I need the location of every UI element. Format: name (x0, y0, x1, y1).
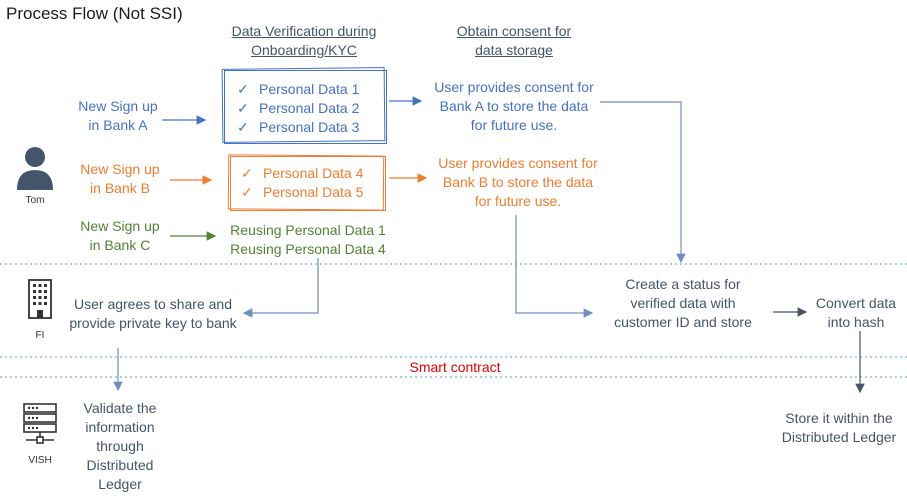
data-item-label: Personal Data 2 (259, 100, 360, 116)
convert-hash-line1: Convert data (815, 295, 897, 311)
header-consent: Obtain consent for data storage (434, 22, 594, 60)
signup-bank-a-line2: in Bank A (88, 117, 148, 133)
check-icon: ✓ (237, 81, 249, 97)
data-item-label: Personal Data 1 (259, 81, 360, 97)
validate-line2: information (85, 419, 155, 435)
signup-bank-a: New Sign up in Bank A (66, 97, 170, 135)
store-ledger-line1: Store it within the (785, 410, 893, 426)
consent-bank-b-line3: for future use. (474, 193, 562, 209)
data-box-bank-a: ✓ Personal Data 1 ✓ Personal Data 2 ✓ Perso… (221, 67, 387, 144)
data-list-bank-b: ✓ Personal Data 4 ✓ Personal Data 5 (241, 164, 363, 202)
signup-bank-c-line2: in Bank C (89, 237, 151, 253)
convert-hash: Convert data into hash (806, 294, 906, 332)
validate-line1: Validate the (83, 400, 157, 416)
validate-line5: Ledger (98, 476, 142, 492)
smart-contract-label: Smart contract (409, 359, 501, 375)
validate-line3: through (96, 438, 144, 454)
check-icon: ✓ (241, 184, 253, 200)
store-ledger-line2: Distributed Ledger (781, 429, 897, 445)
signup-bank-b-line1: New Sign up (80, 161, 160, 177)
signup-bank-b-line2: in Bank B (90, 180, 150, 196)
consent-bank-a: User provides consent for Bank A to stor… (418, 78, 610, 135)
user-agrees: User agrees to share and provide private… (60, 295, 246, 333)
vish-label: VISH (28, 455, 52, 466)
consent-bank-b-line2: Bank B to store the data (442, 174, 594, 190)
data-item: ✓ Personal Data 5 (241, 183, 363, 202)
data-item: ✓ Personal Data 3 (237, 118, 359, 137)
data-item: ✓ Personal Data 4 (241, 164, 363, 183)
header-verification: Data Verification during Onboarding/KYC (214, 22, 394, 60)
user-agrees-line1: User agrees to share and (74, 296, 232, 312)
consent-bank-b: User provides consent for Bank B to stor… (422, 154, 614, 211)
data-item-label: Personal Data 3 (259, 119, 360, 135)
reuse-data: Reusing Personal Data 1 Reusing Personal… (220, 221, 396, 259)
user-agrees-line2: provide private key to bank (69, 315, 237, 331)
check-icon: ✓ (237, 100, 249, 116)
header-consent-line1: Obtain consent for (456, 23, 572, 39)
store-ledger: Store it within the Distributed Ledger (772, 409, 906, 447)
path-reuse-agree (242, 258, 319, 318)
convert-hash-line2: into hash (827, 314, 885, 330)
create-status-line2: verified data with (630, 295, 736, 311)
consent-bank-a-line1: User provides consent for (434, 79, 594, 95)
signup-bank-a-line1: New Sign up (78, 98, 158, 114)
validate-info: Validate the information through Distrib… (70, 399, 170, 494)
page-title: Process Flow (Not SSI) (6, 4, 183, 23)
data-box-bank-b: ✓ Personal Data 4 ✓ Personal Data 5 (227, 154, 386, 211)
header-verification-line1: Data Verification during (231, 23, 377, 39)
create-status-line1: Create a status for (625, 276, 741, 292)
person-icon (17, 147, 53, 190)
data-list-bank-a: ✓ Personal Data 1 ✓ Personal Data 2 ✓ Perso… (237, 80, 359, 137)
user-label: Tom (25, 195, 45, 206)
data-item-label: Personal Data 5 (263, 184, 364, 200)
building-icon (28, 279, 52, 319)
consent-bank-a-line2: Bank A to store the data (439, 98, 589, 114)
reuse-line1: Reusing Personal Data 1 (230, 222, 386, 238)
server-icon (23, 403, 57, 444)
signup-bank-c: New Sign up in Bank C (68, 217, 172, 255)
create-status: Create a status for verified data with c… (598, 275, 768, 332)
header-verification-line2: Onboarding/KYC (251, 42, 357, 58)
check-icon: ✓ (237, 119, 249, 135)
check-icon: ✓ (241, 165, 253, 181)
data-item: ✓ Personal Data 2 (237, 99, 359, 118)
reuse-line2: Reusing Personal Data 4 (230, 241, 386, 257)
signup-bank-c-line1: New Sign up (80, 218, 160, 234)
consent-bank-a-line3: for future use. (470, 117, 558, 133)
path-consent-b-status (515, 215, 594, 318)
header-consent-line2: data storage (475, 42, 553, 58)
validate-line4: Distributed (86, 457, 154, 473)
path-consent-a-status (600, 101, 686, 264)
fi-label: FI (35, 330, 45, 341)
create-status-line3: customer ID and store (614, 314, 752, 330)
signup-bank-b: New Sign up in Bank B (68, 160, 172, 198)
data-item: ✓ Personal Data 1 (237, 80, 359, 99)
data-item-label: Personal Data 4 (263, 165, 364, 181)
consent-bank-b-line1: User provides consent for (438, 155, 598, 171)
